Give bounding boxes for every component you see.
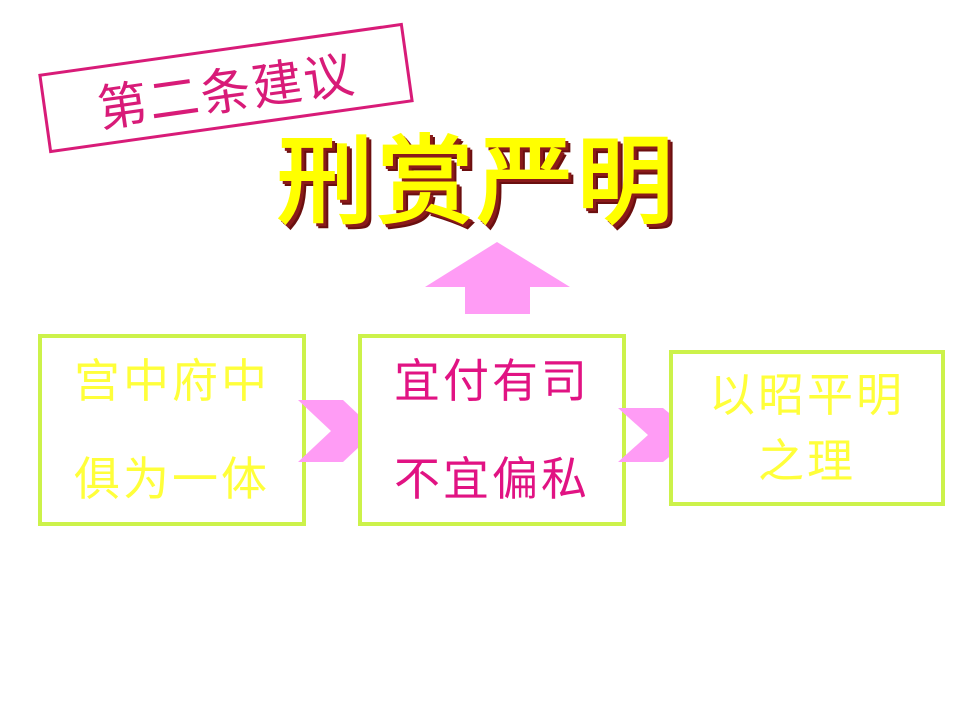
box3-line1: 以昭平明 (709, 368, 905, 422)
up-arrow-icon (425, 242, 570, 314)
flow-box-2: 宜付有司 不宜偏私 (358, 334, 626, 526)
flow-box-1: 宫中府中 俱为一体 (38, 334, 306, 526)
box1-line1: 宫中府中 (74, 354, 270, 408)
box3-line2: 之理 (758, 434, 856, 488)
right-chevron-icon (298, 400, 376, 462)
box1-line2: 俱为一体 (74, 452, 270, 506)
box2-line1: 宜付有司 (394, 354, 590, 408)
flow-box-3: 以昭平明 之理 (669, 350, 945, 506)
box2-line2: 不宜偏私 (394, 452, 590, 506)
main-title: 刑赏严明 (277, 125, 677, 238)
